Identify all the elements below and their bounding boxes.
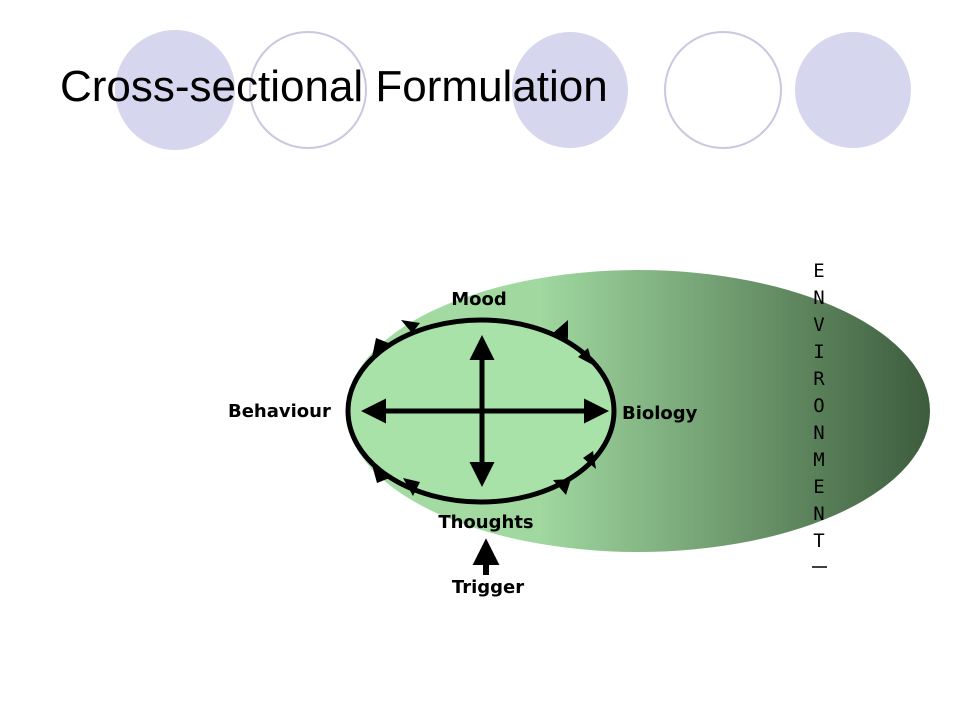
environment-letter: N bbox=[813, 422, 824, 444]
environment-letter: V bbox=[813, 314, 824, 336]
environment-letter: I bbox=[813, 341, 824, 363]
environment-letter: E bbox=[813, 476, 824, 498]
environment-letter: N bbox=[813, 287, 824, 309]
cycle-arrowheads bbox=[372, 320, 596, 496]
cycle-arrowhead bbox=[372, 338, 391, 357]
behaviour-label: Behaviour bbox=[228, 401, 331, 422]
mood-label: Mood bbox=[451, 289, 507, 310]
decor-circle bbox=[115, 30, 235, 150]
slide-title: Cross-sectional Formulation bbox=[60, 62, 608, 111]
cycle-arrowhead bbox=[372, 465, 392, 483]
decor-circle bbox=[512, 32, 628, 148]
environment-letter: O bbox=[813, 395, 824, 417]
biology-label: Biology bbox=[622, 403, 698, 424]
cycle-arrowhead bbox=[578, 348, 593, 365]
environment-letter: M bbox=[813, 449, 824, 471]
thoughts-label: Thoughts bbox=[438, 512, 533, 533]
decor-circle bbox=[249, 31, 367, 149]
environment-letter: T bbox=[813, 530, 824, 552]
environment-letter: N bbox=[813, 503, 824, 525]
cycle-arrowhead bbox=[401, 320, 420, 333]
cycle-arrowhead bbox=[403, 478, 420, 496]
decor-circle bbox=[664, 31, 782, 149]
decor-circle bbox=[795, 32, 911, 148]
environment-letter: E bbox=[813, 260, 824, 282]
trigger-label: Trigger bbox=[452, 577, 524, 598]
cycle-arrowhead bbox=[583, 451, 596, 469]
environment-label: E N V I R O N M E N T bbox=[813, 260, 825, 552]
environment-letter: R bbox=[813, 368, 825, 390]
cycle-arrowhead bbox=[553, 320, 568, 339]
cycle-arrowhead bbox=[553, 479, 571, 495]
